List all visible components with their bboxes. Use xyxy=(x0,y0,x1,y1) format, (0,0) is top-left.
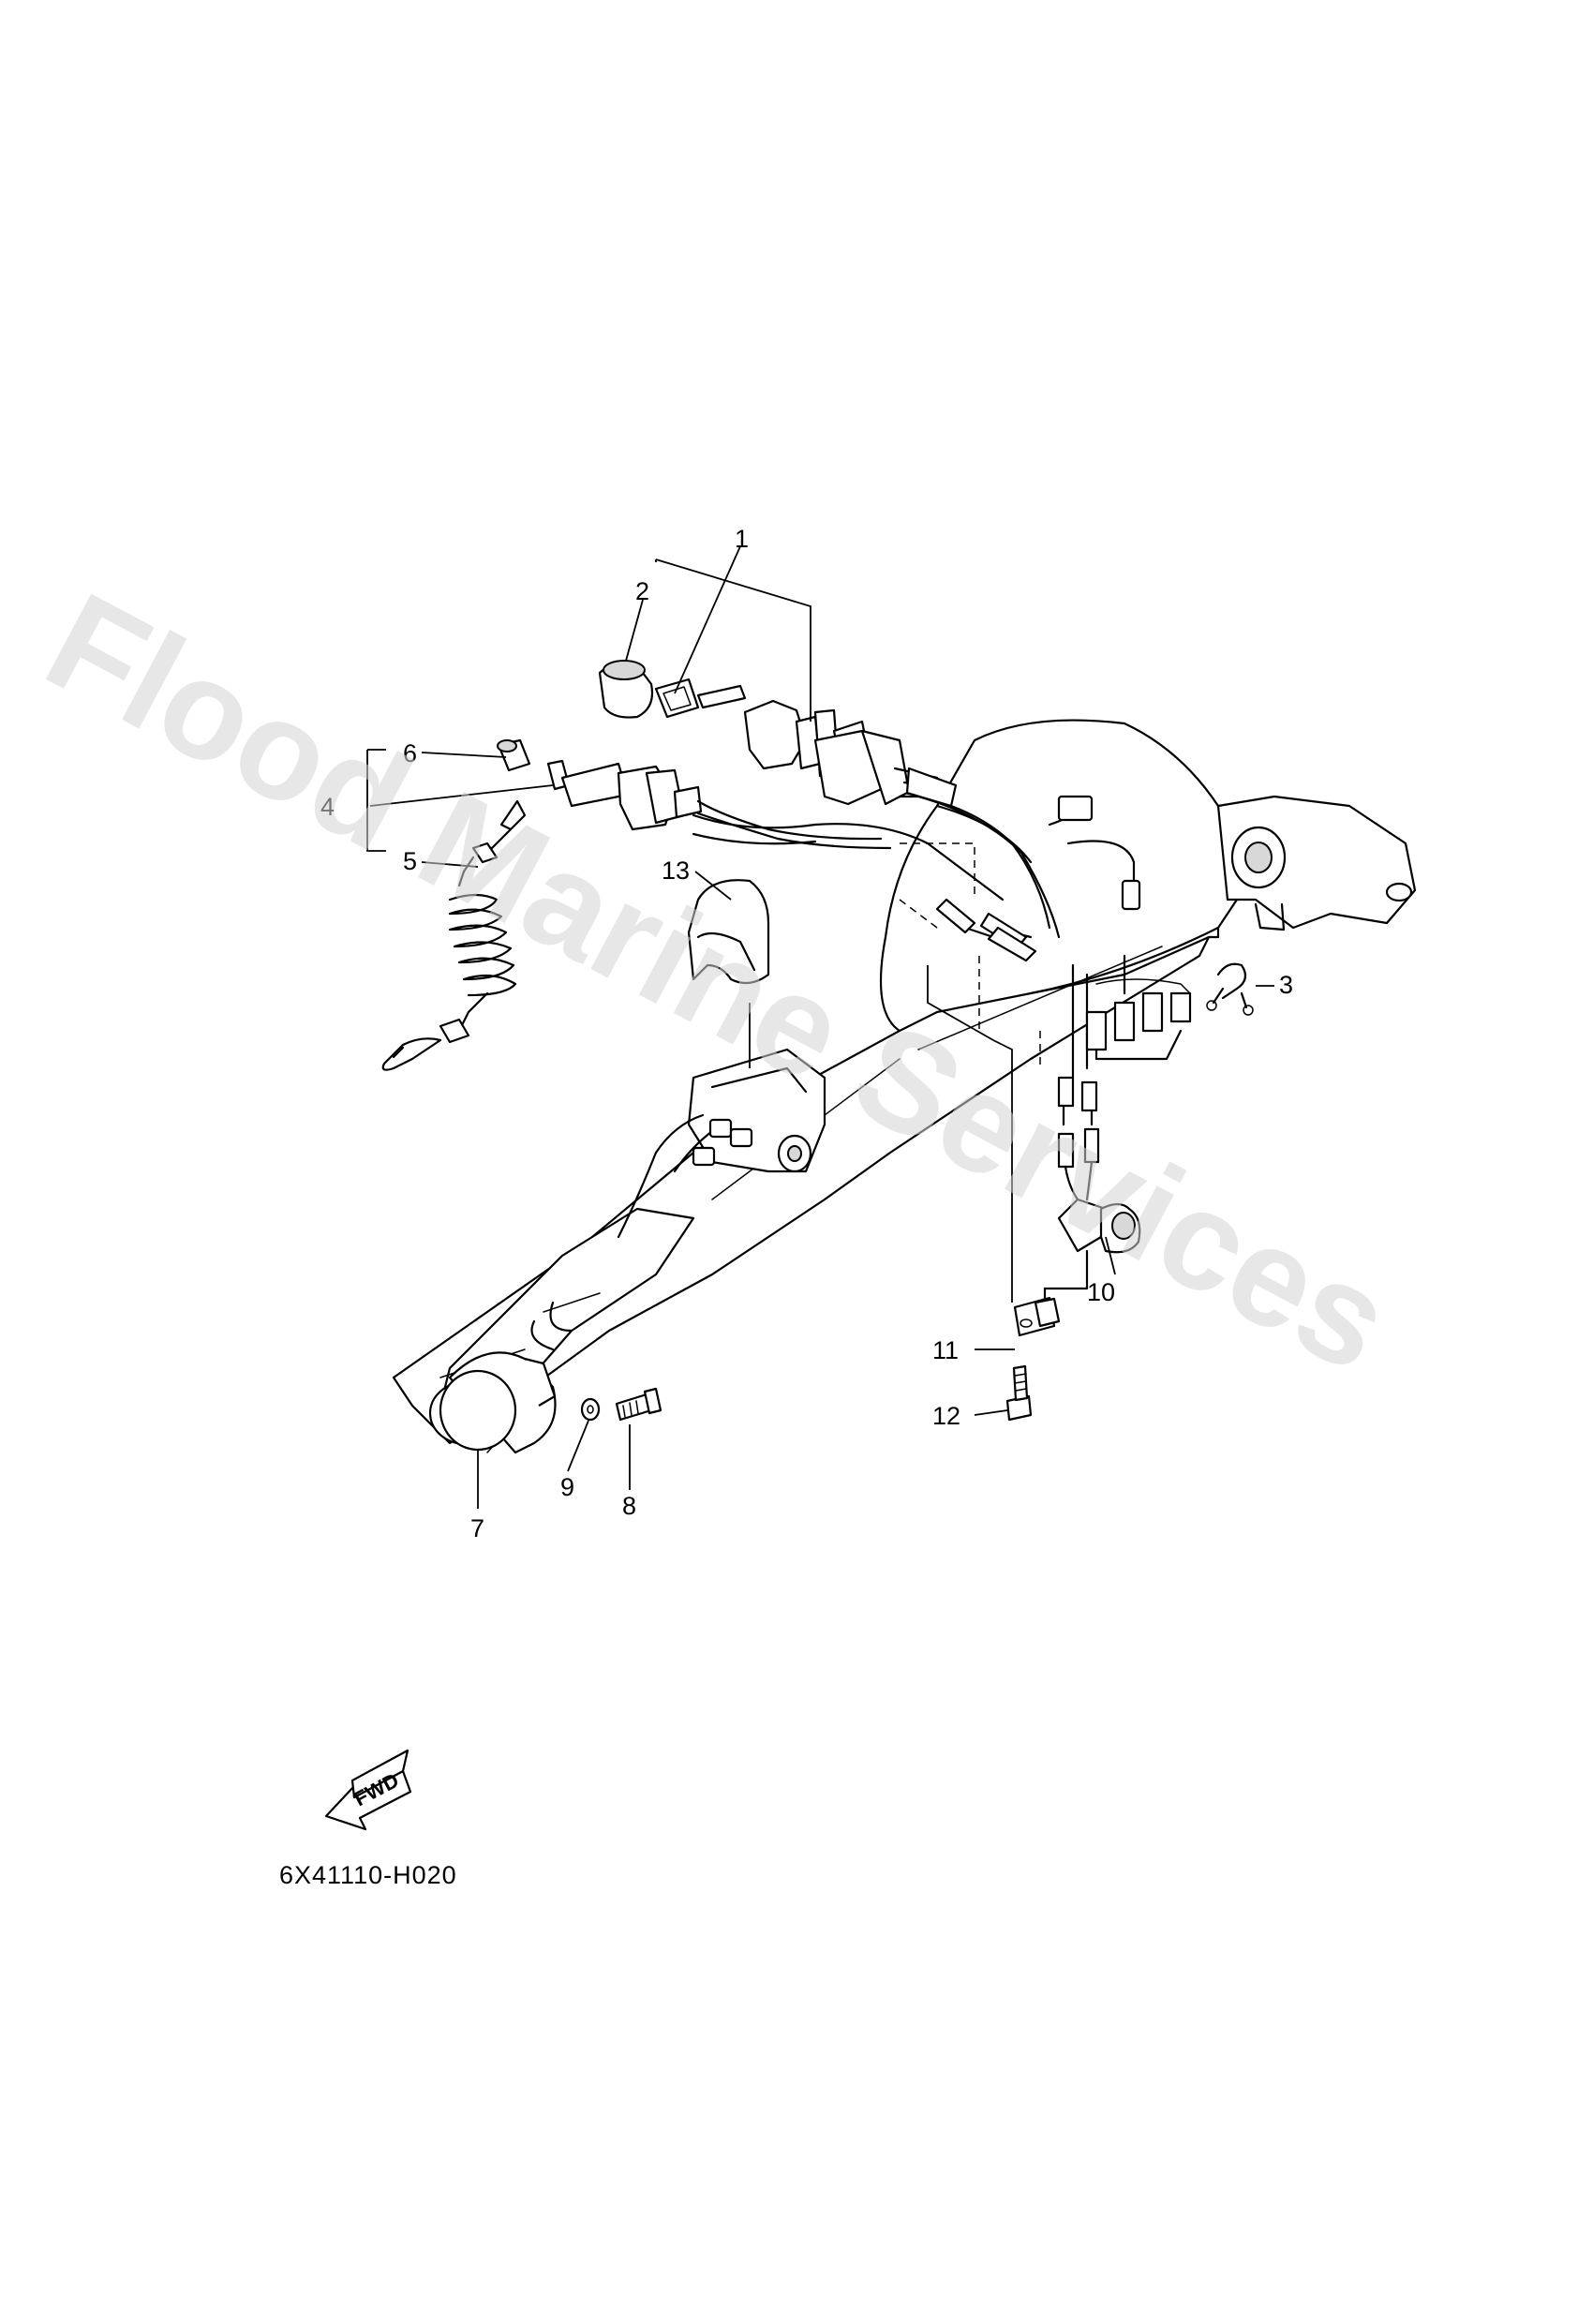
grip-end-cap xyxy=(439,1351,557,1454)
callout-7: 7 xyxy=(470,1514,484,1542)
callout-6: 6 xyxy=(403,739,417,767)
screw xyxy=(1005,1364,1033,1422)
grip-cover xyxy=(687,879,770,985)
callout-10: 10 xyxy=(1087,1278,1115,1306)
main-switch-assembly xyxy=(654,678,958,808)
engine-stop-switch xyxy=(497,738,892,850)
drawing-code: 6X41110-H020 xyxy=(279,1861,457,1889)
wire-clip xyxy=(1206,962,1254,1016)
bracket-plate xyxy=(1013,1296,1061,1337)
callout-1: 1 xyxy=(735,525,749,553)
fwd-arrow-icon: FWD xyxy=(324,1749,412,1831)
callout-3: 3 xyxy=(1279,971,1293,999)
callout-2: 2 xyxy=(635,577,649,605)
lanyard-coil xyxy=(381,799,527,1071)
washer xyxy=(580,1397,601,1422)
callout-12: 12 xyxy=(932,1402,960,1430)
callout-11: 11 xyxy=(932,1336,959,1364)
callout-4: 4 xyxy=(320,793,335,821)
switch-cap xyxy=(598,660,654,719)
callout-13: 13 xyxy=(662,857,690,885)
callout-9: 9 xyxy=(560,1473,574,1501)
callout-5: 5 xyxy=(403,847,417,875)
leader-lines xyxy=(366,545,1274,1509)
tiller-handle-body xyxy=(392,719,1417,1453)
buzzer-assembly xyxy=(1043,1076,1141,1309)
bolt xyxy=(615,1387,662,1422)
wire-harness xyxy=(617,790,1192,1239)
watermark: Flood Marine Services xyxy=(23,562,1415,1402)
callout-8: 8 xyxy=(622,1492,636,1520)
callouts: 1 2 3 4 5 6 7 8 9 10 11 12 13 xyxy=(320,525,1293,1542)
